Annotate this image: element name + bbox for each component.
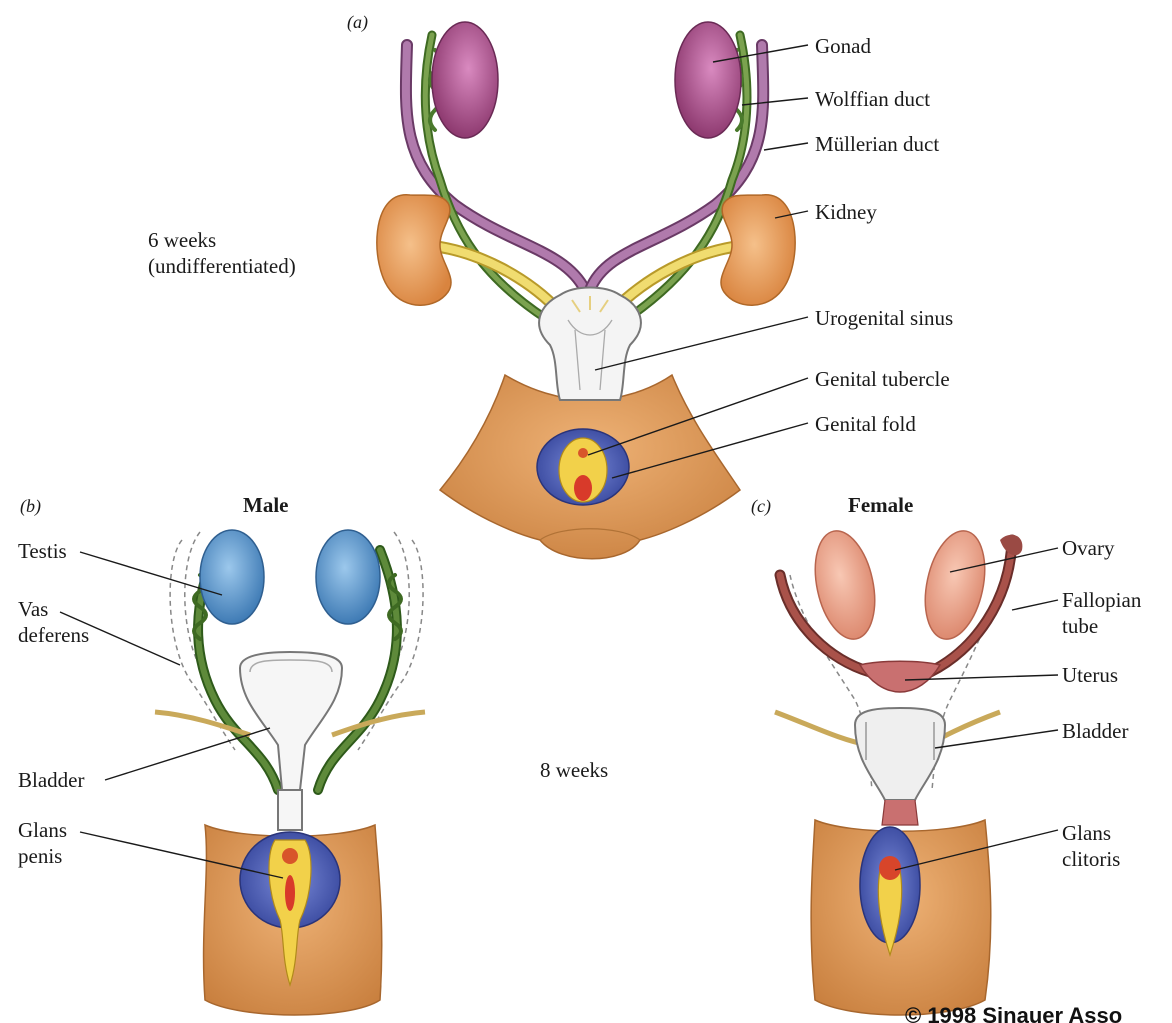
label-bladder-male: Bladder <box>18 768 84 792</box>
panel-b-tag: (b) <box>20 496 41 517</box>
label-fallopian-line2: tube <box>1062 614 1098 638</box>
label-bladder-female: Bladder <box>1062 719 1128 743</box>
urethra-male <box>278 790 302 830</box>
kidney-left <box>377 195 451 305</box>
stage-label-line1: 6 weeks <box>148 228 216 252</box>
label-urogenital-sinus: Urogenital sinus <box>815 306 953 330</box>
gonad-right <box>675 22 741 138</box>
label-vas-line2: deferens <box>18 623 89 647</box>
panel-b-title: Male <box>243 493 288 517</box>
glans-penis-tip <box>282 848 298 864</box>
label-kidney: Kidney <box>815 200 877 224</box>
label-mullerian-duct: Müllerian duct <box>815 132 939 156</box>
testis-right <box>316 530 380 624</box>
panel-c: (c) Female <box>751 493 1142 1015</box>
fimbria <box>1000 535 1022 555</box>
panel-c-title: Female <box>848 493 913 517</box>
glans-clitoris <box>879 856 901 880</box>
uterus <box>860 661 940 692</box>
copyright-notice: © 1998 Sinauer Asso <box>905 1003 1122 1023</box>
stage-label-line2: (undifferentiated) <box>148 254 296 278</box>
label-fallopian-line1: Fallopian <box>1062 588 1142 612</box>
ovary-left <box>806 525 884 644</box>
label-testis: Testis <box>18 539 67 563</box>
label-glans-line2: penis <box>18 844 62 868</box>
label-glans-line1: Glans <box>18 818 67 842</box>
stage-label-8-weeks: 8 weeks <box>540 758 608 782</box>
label-vas-line1: Vas <box>18 597 48 621</box>
panel-b: (b) Male <box>18 493 425 1015</box>
label-genital-fold: Genital fold <box>815 412 916 436</box>
vaginal-canal <box>882 800 918 825</box>
kidney-right <box>721 195 795 305</box>
panel-a-tag: (a) <box>347 12 368 33</box>
label-genital-tubercle: Genital tubercle <box>815 367 950 391</box>
bladder-female <box>855 708 945 800</box>
urogenital-opening <box>574 475 592 501</box>
label-glans-clitoris-line1: Glans <box>1062 821 1111 845</box>
urethral-groove <box>285 875 295 911</box>
label-glans-clitoris-line2: clitoris <box>1062 847 1120 871</box>
label-wolffian-duct: Wolffian duct <box>815 87 930 111</box>
testis-left <box>200 530 264 624</box>
gonad-left <box>432 22 498 138</box>
stage-label-6-weeks: 6 weeks (undifferentiated) <box>148 228 296 278</box>
tubercle-tip <box>578 448 588 458</box>
label-uterus: Uterus <box>1062 663 1118 687</box>
label-gonad: Gonad <box>815 34 871 58</box>
panel-a: (a) 6 weeks (undifferentiated) <box>148 12 953 559</box>
label-ovary: Ovary <box>1062 536 1115 560</box>
panel-c-tag: (c) <box>751 496 771 517</box>
